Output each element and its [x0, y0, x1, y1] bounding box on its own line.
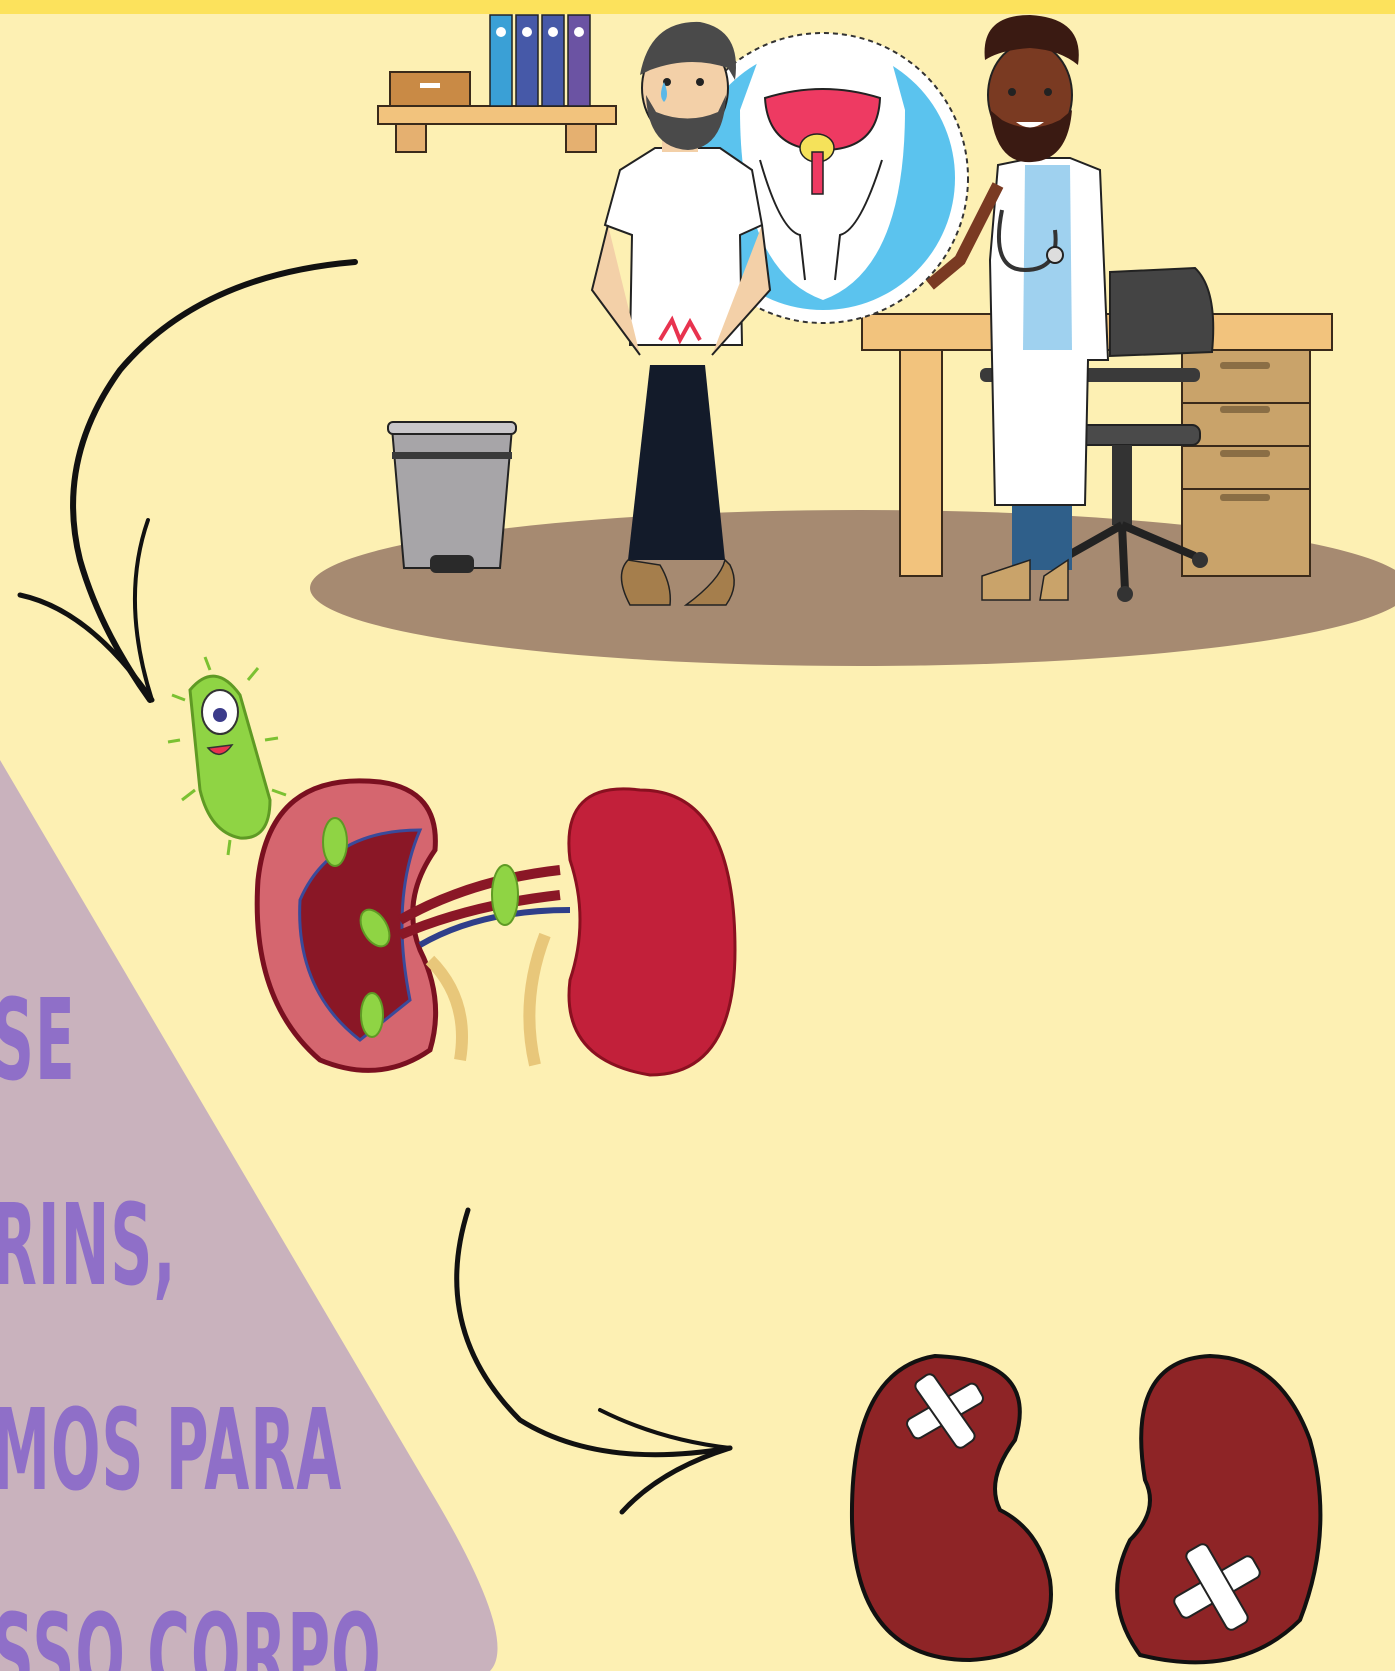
- curved-arrow-icon: [17, 259, 358, 703]
- top-bar: [0, 0, 1395, 14]
- doctor-icon: [926, 15, 1110, 601]
- banner-line-2: RINS,: [0, 1181, 177, 1311]
- banner-line-3: MOS PARA: [0, 1386, 343, 1516]
- banner-line-4: SSO CORPO: [0, 1591, 382, 1671]
- bookshelf-icon: [377, 14, 617, 153]
- curved-arrow-icon: [454, 1207, 733, 1515]
- patient-icon: [590, 21, 772, 606]
- bacterium-icon: [167, 656, 287, 856]
- trash-can-icon: [387, 421, 517, 573]
- infected-kidneys-icon: [254, 778, 737, 1077]
- healed-kidneys-icon: [849, 1353, 1323, 1665]
- banner-shape: [0, 760, 498, 1671]
- desk-icon: [861, 313, 1333, 577]
- banner-text: SE RINS, MOS PARA SSO CORPO: [0, 0, 520, 1671]
- banner-line-1: SE: [0, 976, 76, 1106]
